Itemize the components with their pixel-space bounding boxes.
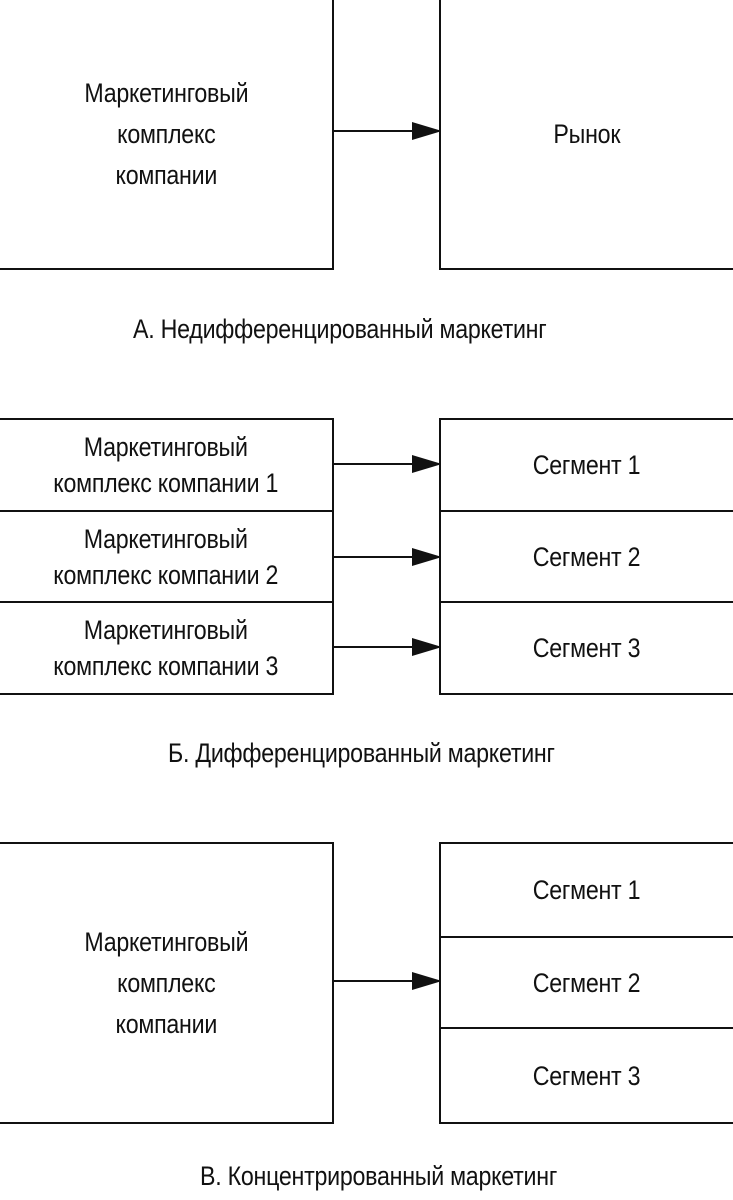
- c-arrow-head-icon: [412, 972, 442, 990]
- c-segment-label-3: Сегмент 3: [533, 1060, 641, 1091]
- c-segment-box-2: Сегмент 2: [439, 936, 733, 1029]
- b-company-marketing-mix-label-2: Маркетинговый комплекс компании 2: [53, 523, 279, 590]
- c-segment-label-2: Сегмент 2: [533, 967, 641, 998]
- c-segment-box-3: Сегмент 3: [439, 1027, 733, 1124]
- b-company-marketing-mix-box-3: Маркетинговый комплекс компании 3: [0, 601, 334, 695]
- b-company-marketing-mix-box-2: Маркетинговый комплекс компании 2: [0, 510, 334, 603]
- b-arrow-3-head-icon: [412, 638, 442, 656]
- b-company-marketing-mix-label-1: Маркетинговый комплекс компании 1: [53, 432, 279, 498]
- c-caption: В. Концентрированный маркетинг: [200, 1161, 558, 1191]
- c-company-marketing-mix-label: Маркетинговый комплекс компании: [84, 926, 248, 1039]
- b-arrow-3: [334, 638, 442, 656]
- c-segment-box-1: Сегмент 1: [439, 842, 733, 938]
- b-arrow-1: [334, 455, 442, 473]
- c-arrow: [334, 972, 442, 990]
- b-segment-label-1: Сегмент 1: [533, 450, 641, 480]
- b-segment-box-3: Сегмент 3: [439, 601, 733, 695]
- c-company-marketing-mix-box: Маркетинговый комплекс компании: [0, 842, 334, 1124]
- b-arrow-2: [334, 548, 442, 566]
- a-market-box: Рынок: [439, 0, 733, 270]
- a-caption: А. Недифференцированный маркетинг: [133, 314, 547, 344]
- a-company-marketing-mix-box: Маркетинговый комплекс компании: [0, 0, 334, 270]
- b-company-marketing-mix-box-1: Маркетинговый комплекс компании 1: [0, 418, 334, 512]
- b-segment-label-3: Сегмент 3: [533, 633, 641, 663]
- b-arrow-1-head-icon: [412, 455, 442, 473]
- b-segment-box-2: Сегмент 2: [439, 510, 733, 603]
- c-segment-label-1: Сегмент 1: [533, 875, 641, 905]
- a-arrow-head-icon: [412, 122, 442, 140]
- b-caption: Б. Дифференцированный маркетинг: [168, 738, 555, 768]
- a-market-label: Рынок: [553, 119, 621, 149]
- b-segment-box-1: Сегмент 1: [439, 418, 733, 512]
- b-arrow-2-head-icon: [412, 548, 442, 566]
- b-company-marketing-mix-label-3: Маркетинговый комплекс компании 3: [53, 615, 279, 681]
- a-company-marketing-mix-label: Маркетинговый комплекс компании: [84, 77, 248, 190]
- a-arrow: [334, 122, 442, 140]
- b-segment-label-2: Сегмент 2: [533, 541, 641, 572]
